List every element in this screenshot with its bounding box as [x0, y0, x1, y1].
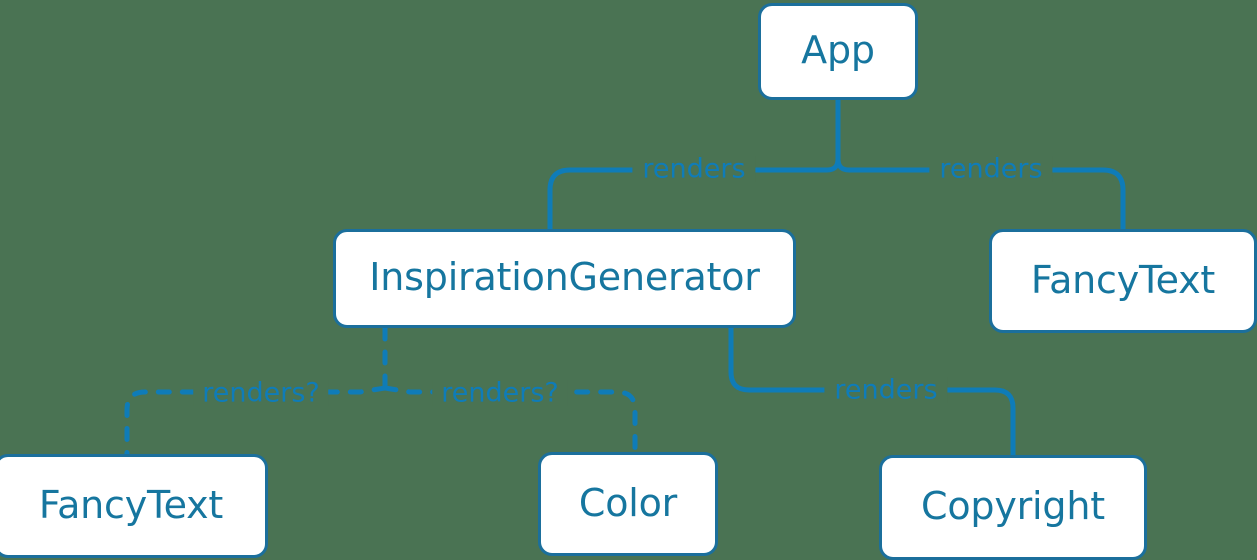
edge-label-app-fancytext: renders — [929, 155, 1053, 183]
node-color-label: Color — [578, 480, 678, 525]
node-fancytext-bottom[interactable]: FancyText — [0, 454, 268, 558]
edge-label-inspirationgenerator-color: renders? — [432, 379, 568, 407]
node-fancytext-bottom-label: FancyText — [38, 482, 224, 527]
node-color[interactable]: Color — [538, 452, 718, 556]
node-copyright[interactable]: Copyright — [879, 455, 1147, 560]
edge-label-app-inspirationgenerator: renders — [632, 155, 756, 183]
node-app[interactable]: App — [758, 3, 918, 100]
node-inspiration-generator[interactable]: InspirationGenerator — [333, 229, 796, 328]
node-copyright-label: Copyright — [921, 484, 1105, 528]
node-fancytext-right-label: FancyText — [1030, 257, 1216, 302]
node-inspiration-generator-label: InspirationGenerator — [369, 255, 760, 299]
edge-label-inspirationgenerator-copyright: renders — [824, 376, 948, 404]
node-fancytext-right[interactable]: FancyText — [989, 229, 1257, 333]
edge-inspirationgenerator-to-fancytext-bottom — [124, 385, 388, 457]
node-app-label: App — [801, 28, 875, 72]
edge-label-inspirationgenerator-fancytext: renders? — [193, 379, 329, 407]
edge-inspirationgenerator-to-color — [382, 385, 638, 455]
